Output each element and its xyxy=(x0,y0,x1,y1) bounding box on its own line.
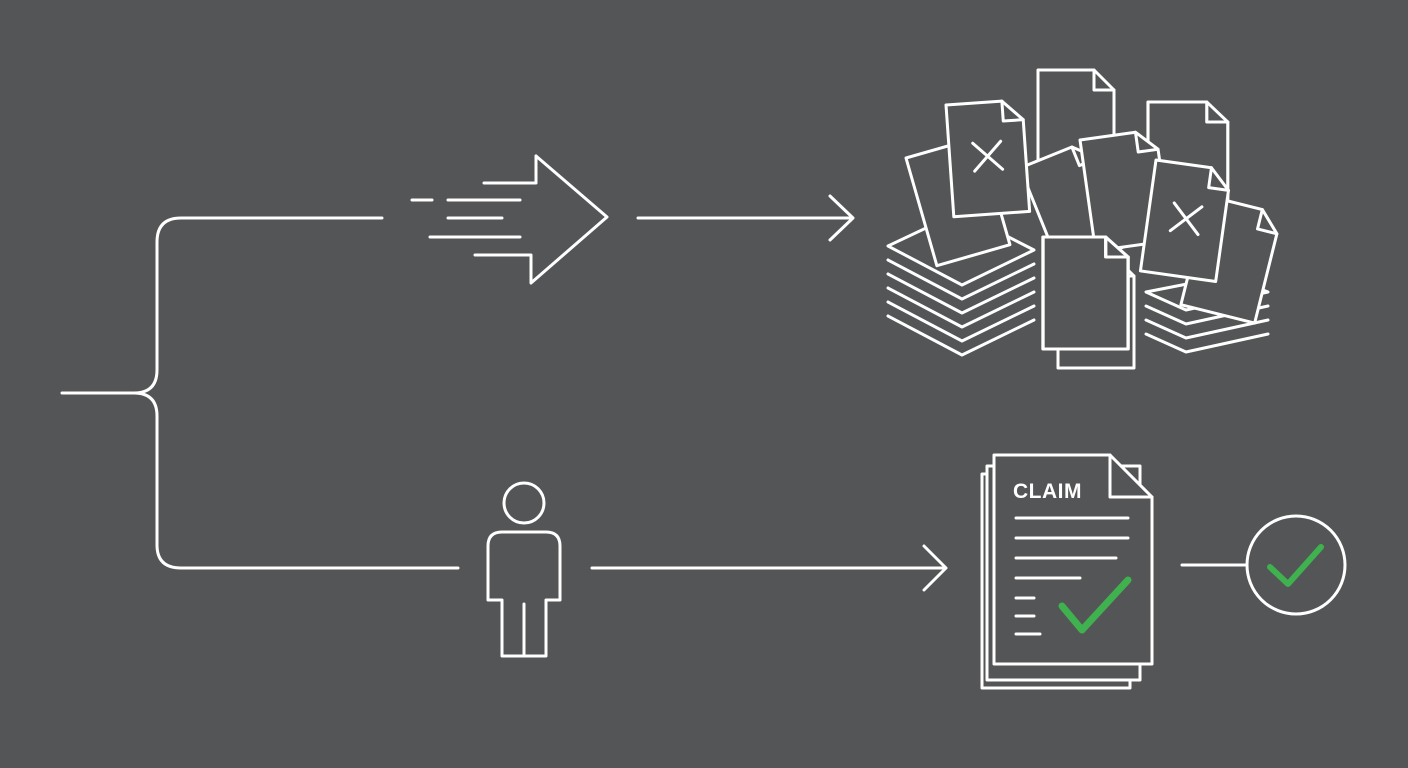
claim-document-icon: CLAIM xyxy=(980,453,1154,690)
speed-arrow-icon xyxy=(410,154,609,285)
claim-check-icon xyxy=(1058,576,1132,634)
branch-connector xyxy=(60,216,460,570)
check-circle-icon xyxy=(1245,514,1347,616)
claim-label: CLAIM xyxy=(1013,480,1082,503)
person-icon xyxy=(486,481,562,658)
bottom-flow-arrow xyxy=(590,544,948,592)
rejected-document-icon xyxy=(944,98,1032,219)
top-flow-arrow xyxy=(636,194,855,242)
document-pile-icon xyxy=(886,68,1284,370)
rejected-document-icon xyxy=(1138,158,1233,283)
